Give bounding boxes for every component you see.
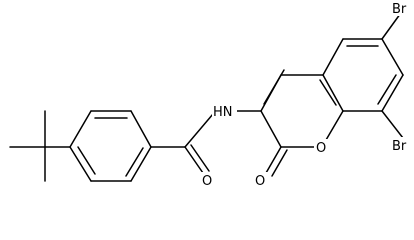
amide-group [150,113,214,174]
svg-text:O: O [316,141,326,156]
svg-text:O: O [202,174,212,189]
atom-label-ring-oxygen: O [314,139,329,156]
svg-text:Br: Br [392,2,407,17]
svg-text:Br: Br [392,139,407,154]
atom-label-nh: HN [212,103,237,120]
atom-label-lactone-oxygen: O [253,172,268,189]
coumarin-core [235,9,404,177]
para-substituted-benzene-ring [69,110,152,182]
atom-label-br-bottom: Br [391,137,414,154]
svg-text:O: O [255,174,265,189]
atom-label-br-top: Br [391,0,414,17]
atom-label-amide-oxygen: O [200,172,215,189]
svg-text:HN: HN [213,105,233,120]
tert-butyl-group [9,110,71,182]
molecule-structure-diagram: Br Br HN O O O [9,0,414,189]
